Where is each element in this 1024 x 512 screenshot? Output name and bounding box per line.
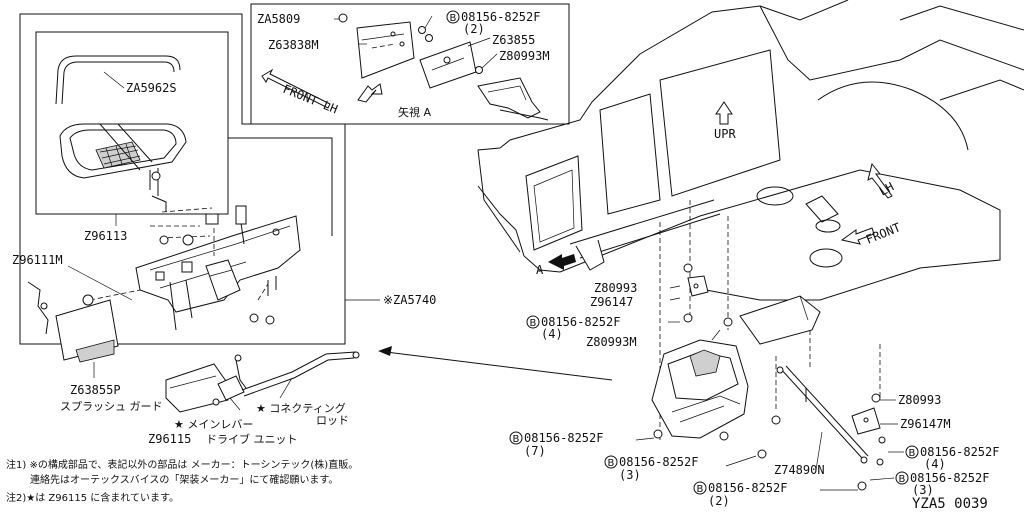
- bolt-b-icon: [446, 10, 460, 24]
- label-right-b3-qty: (3): [912, 483, 934, 497]
- note1-line2: 連絡先はオーテックスバイスの「架装メーカー」にて確認願います。: [30, 473, 338, 486]
- circle-b-letter: B: [608, 458, 615, 469]
- label-b2-bolt: 08156-8252F: [708, 481, 787, 495]
- center-parts: Z80993 Z96147 B 08156-8252F (4) Z80993M: [526, 263, 733, 349]
- label-z96115: Z96115: [148, 432, 191, 446]
- label-center-bolt-qty: (4): [541, 327, 563, 341]
- label-b2-qty: (2): [708, 494, 730, 508]
- view-a-arrow-icon: [548, 254, 576, 270]
- notes: 注1) ※の構成部品で、表記以外の部品は メーカー：トーシンテック(株)直販。 …: [6, 458, 358, 504]
- circle-b-letter: B: [899, 474, 906, 485]
- lh-arrow-icon: [867, 162, 893, 199]
- label-main-lever: ★ メインレバー: [174, 418, 253, 431]
- label-view-a: 矢視 A: [398, 105, 431, 119]
- label-z63855p: Z63855P: [70, 383, 121, 397]
- circle-b-letter: B: [513, 434, 520, 445]
- label-inset-bolt: 08156-8252F: [461, 10, 540, 24]
- label-za5809: ZA5809: [257, 12, 300, 26]
- splash-guard: [27, 281, 119, 363]
- circle-b-letter: B: [530, 318, 537, 329]
- lower-callouts: B 08156-8252F (7) B 08156-8252F (3) B 08…: [509, 431, 825, 508]
- label-b7-bolt: 08156-8252F: [524, 431, 603, 445]
- label-connecting-rod-1: ★ コネクティング: [256, 401, 346, 415]
- note2: 注2)★は Z96115 に含まれています。: [6, 491, 179, 504]
- label-center-bolt: 08156-8252F: [541, 315, 620, 329]
- label-z96111m: Z96111M: [12, 253, 63, 267]
- label-lh: LH: [877, 180, 896, 199]
- circle-b-letter: B: [697, 484, 704, 495]
- label-center-z80993m: Z80993M: [586, 335, 637, 349]
- left-assembly: ZA5962S Z96113: [12, 13, 613, 446]
- label-z96113: Z96113: [84, 229, 127, 243]
- bolt-b-icon: [526, 315, 540, 329]
- label-a-marker: A: [536, 263, 544, 277]
- vehicle-body: UPR LH FRONT A: [477, 0, 1024, 345]
- label-right-b4-bolt: 08156-8252F: [920, 445, 999, 459]
- label-splash-guard: スプラッシュ ガード: [60, 400, 163, 413]
- label-front-lh: FRONT LH: [281, 82, 340, 117]
- note1-line1: 注1) ※の構成部品で、表記以外の部品は メーカー：トーシンテック(株)直販。: [6, 458, 358, 471]
- diagram-id: YZA5 0039: [912, 496, 988, 512]
- label-b3-qty: (3): [619, 468, 641, 482]
- bolt-b-icon: [693, 481, 707, 495]
- label-b7-qty: (7): [524, 444, 546, 458]
- drive-unit: [165, 351, 360, 413]
- lower-step-unit: [635, 339, 904, 491]
- label-front: FRONT: [864, 220, 903, 247]
- bolt-b-icon: [604, 455, 618, 469]
- label-z74890n: Z74890N: [774, 463, 825, 477]
- label-right-z96147m: Z96147M: [900, 417, 951, 431]
- label-z63855: Z63855: [492, 33, 535, 47]
- label-upr: UPR: [714, 127, 736, 141]
- label-z80993m: Z80993M: [499, 49, 550, 63]
- label-inset-bolt-qty: (2): [463, 22, 485, 36]
- bolt-b-icon: [895, 471, 909, 485]
- label-drive-unit: ドライブ ユニット: [206, 432, 298, 446]
- circle-b-letter: B: [909, 448, 916, 459]
- label-z63838m: Z63838M: [268, 38, 319, 52]
- bolt-b-icon: [905, 445, 919, 459]
- front-arrow-icon: [840, 227, 875, 245]
- label-connecting-rod-2: ロッド: [316, 414, 349, 427]
- bracket-assembly: [135, 205, 301, 331]
- label-b3-bolt: 08156-8252F: [619, 455, 698, 469]
- circle-b-letter: B: [450, 13, 457, 24]
- label-right-b4-qty: (4): [924, 457, 946, 471]
- label-right-z80993: Z80993: [898, 393, 941, 407]
- label-za5962s: ZA5962S: [126, 81, 177, 95]
- label-za5740: ※ZA5740: [383, 293, 436, 307]
- bolt-b-icon: [509, 431, 523, 445]
- pointer-arrow-icon: [378, 346, 392, 356]
- upr-arrow-icon: [715, 101, 733, 125]
- assembly-dash-lines: [659, 200, 881, 440]
- label-center-z96147: Z96147: [590, 295, 633, 309]
- label-right-b3-bolt: 08156-8252F: [910, 471, 989, 485]
- label-center-z80993: Z80993: [594, 281, 637, 295]
- right-callouts: Z80993 Z96147M B 08156-8252F (4) B 08156…: [895, 393, 999, 497]
- inset-view-a: ZA5809 Z63838M B 08156-8252F (2) Z63855 …: [250, 3, 570, 125]
- step-mesh: [95, 141, 141, 169]
